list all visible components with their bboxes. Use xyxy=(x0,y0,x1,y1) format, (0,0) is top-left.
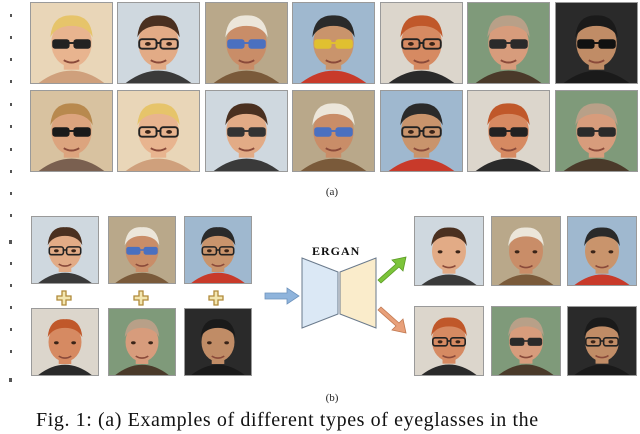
face-man-sunglasses xyxy=(108,216,176,284)
face-cyclist-helmet-yellow-glasses xyxy=(292,2,375,84)
panel-a-label: (a) xyxy=(325,186,339,198)
face-cowboy-hat-blue-tint-glasses xyxy=(205,2,288,84)
face-man-round-glasses xyxy=(467,2,550,84)
face-young-man-no-glasses xyxy=(31,308,99,376)
left-margin-marks xyxy=(9,14,12,382)
plus-icon xyxy=(208,290,224,306)
face-man-smiling-no-glasses xyxy=(184,308,252,376)
face-man-smiling-glasses xyxy=(292,90,375,172)
plus-icon xyxy=(133,290,149,306)
face-bearded-man-sunglasses xyxy=(555,2,638,84)
face-young-man-glasses-added xyxy=(414,306,484,376)
ergan-network-icon xyxy=(301,257,377,329)
face-man-smiling-glasses-added xyxy=(567,306,637,376)
ergan-label: ERGAN xyxy=(312,244,361,258)
face-man-smiling-glasses xyxy=(184,216,252,284)
panel-b-label: (b) xyxy=(325,392,339,404)
plus-icon xyxy=(56,290,72,306)
face-smiling-woman-clear-glasses xyxy=(117,2,200,84)
face-man-suit-no-glasses xyxy=(108,308,176,376)
face-man-dark-frame-glasses xyxy=(31,216,99,284)
face-blonde-man-aviators xyxy=(380,90,463,172)
face-redhead-man-dark-frame-glasses xyxy=(380,2,463,84)
orange-output-arrow-icon xyxy=(377,306,407,334)
face-man-blue-tint-glasses xyxy=(467,90,550,172)
green-output-arrow-icon xyxy=(377,256,407,284)
figure-caption: Fig. 1: (a) Examples of different types … xyxy=(36,409,539,431)
input-arrow-icon xyxy=(264,287,300,305)
face-man-glasses-removed xyxy=(414,216,484,286)
face-bearded-man-sunglasses xyxy=(205,90,288,172)
face-woman-long-hair-sunglasses xyxy=(30,90,113,172)
face-man-smiling-glasses-removed xyxy=(567,216,637,286)
face-woman-bangs-sunglasses xyxy=(555,90,638,172)
face-man-sunglasses-removed xyxy=(491,216,561,286)
face-blonde-woman-sunglasses xyxy=(117,90,200,172)
face-blonde-woman-dark-sunglasses xyxy=(30,2,113,84)
face-man-suit-sunglasses-added xyxy=(491,306,561,376)
